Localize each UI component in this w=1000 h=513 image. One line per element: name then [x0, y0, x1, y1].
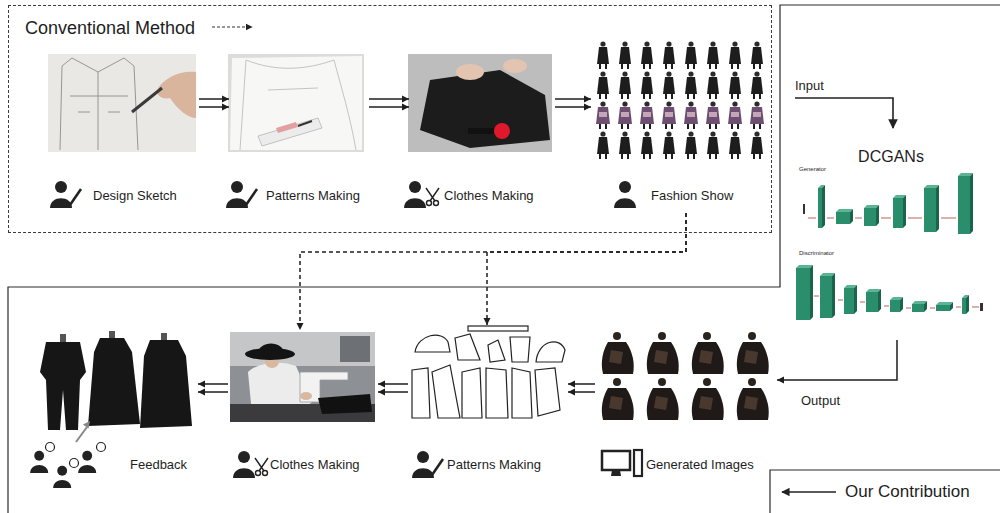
flow-arrow — [369, 96, 409, 111]
connector-line — [487, 213, 686, 325]
arrow-head — [378, 389, 385, 396]
flow-arrow — [777, 340, 897, 384]
flow-arrow — [198, 381, 228, 396]
region-label: Our Contribution — [845, 482, 970, 502]
region-outline — [8, 5, 1000, 513]
step-caption: Design Sketch — [93, 188, 177, 204]
arrow-head — [584, 104, 591, 111]
arrow-head — [402, 104, 409, 111]
step-caption: Patterns Making — [447, 457, 541, 473]
flow-arrow — [555, 96, 591, 111]
contribution-region: Our Contribution DCGANsGeneratorDiscrimin… — [8, 5, 1000, 513]
step-caption: Patterns Making — [266, 188, 360, 204]
step-node: Patterns Making — [229, 55, 369, 207]
arrow-head — [568, 389, 575, 396]
step-node: Fashion Show — [591, 41, 769, 213]
arrow-head — [222, 96, 229, 103]
arrow-head — [484, 318, 491, 325]
flow-label: Input — [795, 78, 824, 94]
dashed-arrow — [297, 213, 687, 330]
step-node: Design Sketch — [49, 55, 199, 207]
flow-label: Output — [799, 393, 842, 409]
arrow-head — [297, 323, 304, 330]
network-label: Generator — [799, 166, 826, 173]
arrow-head — [198, 381, 205, 388]
dashed-panel: Conventional MethodDesign Sketch Patterns… — [8, 5, 772, 233]
model-node: DCGANsGeneratorDiscriminator — [785, 140, 1000, 340]
flow-arrow — [378, 381, 408, 396]
step-node: Generated Images — [595, 328, 777, 478]
step-node: Patterns Making — [408, 325, 568, 478]
arrow-head — [777, 377, 784, 384]
region-border — [8, 5, 1000, 513]
panel-title: Conventional Method — [25, 18, 195, 40]
arrow-head — [198, 389, 205, 396]
flow-arrow — [568, 381, 595, 396]
step-caption: Clothes Making — [444, 188, 534, 204]
dashed-arrow — [484, 213, 687, 325]
connector-line — [300, 213, 686, 330]
step-node: Feedback — [28, 335, 198, 495]
step-caption: Generated Images — [646, 457, 754, 473]
step-node: Clothes Making — [409, 55, 555, 207]
arrow-head — [568, 381, 575, 388]
step-caption: Clothes Making — [270, 457, 360, 473]
step-caption: Fashion Show — [651, 188, 733, 204]
arrow-head — [222, 104, 229, 111]
model-title: DCGANs — [785, 147, 997, 166]
arrow-head — [378, 381, 385, 388]
arrow-head — [584, 96, 591, 103]
network-label: Discriminator — [799, 250, 834, 257]
arrow-head — [402, 96, 409, 103]
step-node: Clothes Making — [228, 330, 378, 478]
flow-arrow — [199, 96, 229, 111]
connector-line — [777, 340, 897, 380]
step-caption: Feedback — [130, 457, 187, 473]
